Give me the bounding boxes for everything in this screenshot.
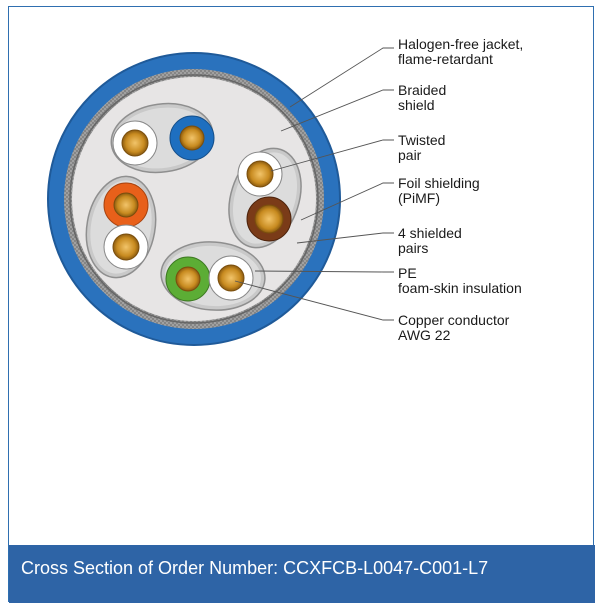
callout-jacket: Halogen-free jacket, flame-retardant xyxy=(398,37,523,67)
callout-line: Foil shielding xyxy=(398,175,480,191)
copper-conductor xyxy=(175,266,201,292)
callout-shielded-pairs: 4 shielded pairs xyxy=(398,226,462,256)
callout-line: Copper conductor xyxy=(398,312,510,328)
leader-shielded-pairs xyxy=(296,232,394,244)
callout-line: PE xyxy=(398,265,417,281)
copper-conductor xyxy=(246,160,274,188)
callout-foil-shielding: Foil shielding (PiMF) xyxy=(398,176,480,206)
copper-conductor xyxy=(112,233,140,261)
copper-conductor xyxy=(113,192,139,218)
callout-line: pairs xyxy=(398,240,429,256)
figure-frame: Halogen-free jacket, flame-retardant Bra… xyxy=(8,6,595,603)
leader-pe xyxy=(254,270,394,273)
figure-caption: Cross Section of Order Number: CCXFCB-L0… xyxy=(21,558,489,578)
copper-conductor xyxy=(121,129,149,157)
callout-line: Twisted xyxy=(398,132,446,148)
callout-line: Braided xyxy=(398,82,447,98)
callout-line: 4 shielded xyxy=(398,225,462,241)
callout-copper-conductor: Copper conductor AWG 22 xyxy=(398,313,509,343)
leader-braid xyxy=(280,89,394,132)
leader-copper xyxy=(234,280,394,321)
callout-line: AWG 22 xyxy=(398,327,451,343)
copper-conductor xyxy=(217,264,245,292)
leader-foil xyxy=(300,182,394,221)
cable-cross-section-diagram xyxy=(47,47,394,346)
caption-bar: Cross Section of Order Number: CCXFCB-L0… xyxy=(9,545,595,603)
callout-braided-shield: Braided shield xyxy=(398,83,446,113)
callout-line: pair xyxy=(398,147,422,163)
copper-conductor xyxy=(179,125,205,151)
callout-line: foam-skin insulation xyxy=(398,280,522,296)
leader-jacket xyxy=(289,47,394,108)
braid-inner-line xyxy=(69,74,319,324)
leader-twisted-pair xyxy=(270,139,394,172)
callout-line: Halogen-free jacket, xyxy=(398,36,524,52)
callout-line: (PiMF) xyxy=(398,190,440,206)
callout-twisted-pair: Twisted pair xyxy=(398,133,445,163)
callout-pe-insulation: PE foam-skin insulation xyxy=(398,266,522,296)
callout-line: shield xyxy=(398,97,435,113)
copper-conductor xyxy=(254,204,284,234)
callout-line: flame-retardant xyxy=(398,51,493,67)
